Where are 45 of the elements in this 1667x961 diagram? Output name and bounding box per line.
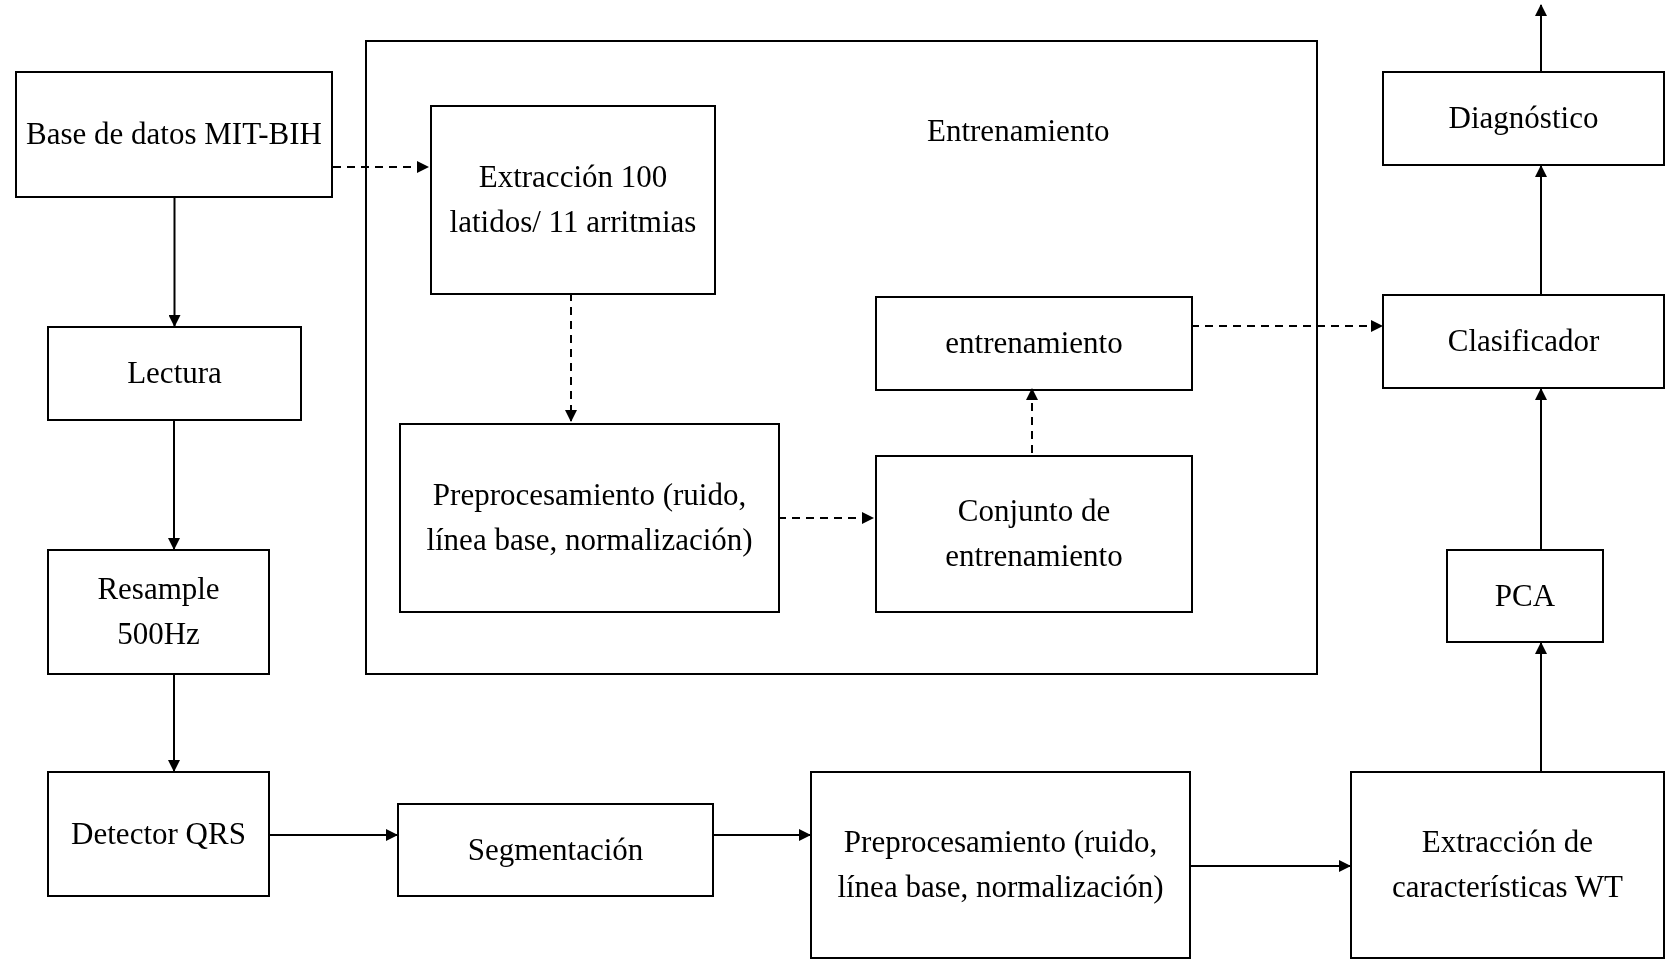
- box-label: Lectura: [127, 354, 222, 393]
- process-box: [875, 455, 1193, 613]
- arrow: [777, 512, 874, 524]
- box-label: Segmentación: [467, 830, 644, 869]
- group-frame: [365, 40, 1318, 675]
- process-box: [810, 771, 1191, 959]
- process-box: [399, 423, 780, 613]
- process-box: [397, 803, 714, 897]
- box-label: Preprocesamiento (ruido, línea base, normalización): [425, 476, 754, 559]
- process-box: [875, 296, 1193, 391]
- process-box: [1446, 549, 1604, 643]
- process-box: [1350, 771, 1665, 959]
- process-box: [430, 105, 716, 295]
- arrow: [1535, 4, 1547, 72]
- box-label: Base de datos MIT-BIH: [26, 115, 322, 154]
- arrow: [1190, 320, 1383, 332]
- box-label: Detector QRS: [71, 814, 246, 853]
- process-box: [47, 326, 302, 421]
- arrow: [332, 161, 429, 173]
- arrow: [168, 197, 181, 327]
- process-box: [47, 549, 270, 675]
- arrow: [1535, 642, 1547, 772]
- box-label: Conjunto de entrenamiento: [944, 492, 1124, 575]
- arrow: [168, 420, 180, 550]
- arrow: [1026, 388, 1038, 454]
- box-label: Resample 500Hz: [96, 570, 221, 653]
- group-title: Entrenamiento: [927, 112, 1110, 150]
- process-box: [47, 771, 270, 897]
- arrow: [1535, 388, 1547, 550]
- arrow: [168, 674, 180, 772]
- process-box: [1382, 294, 1665, 389]
- box-label: Preprocesamiento (ruido, línea base, normalización): [836, 823, 1165, 906]
- arrow: [269, 829, 398, 841]
- arrow: [713, 829, 811, 841]
- box-label: entrenamiento: [945, 324, 1123, 363]
- box-label: Extracción de características WT: [1391, 823, 1624, 906]
- arrow: [565, 292, 577, 422]
- box-label: Extracción 100 latidos/ 11 arritmias: [448, 158, 698, 241]
- box-label: PCA: [1494, 576, 1556, 615]
- process-box: [15, 71, 333, 198]
- arrow: [1535, 165, 1547, 295]
- box-label: Diagnóstico: [1448, 99, 1599, 138]
- process-box: [1382, 71, 1665, 166]
- box-label: Clasificador: [1447, 322, 1600, 361]
- arrow: [1190, 860, 1351, 872]
